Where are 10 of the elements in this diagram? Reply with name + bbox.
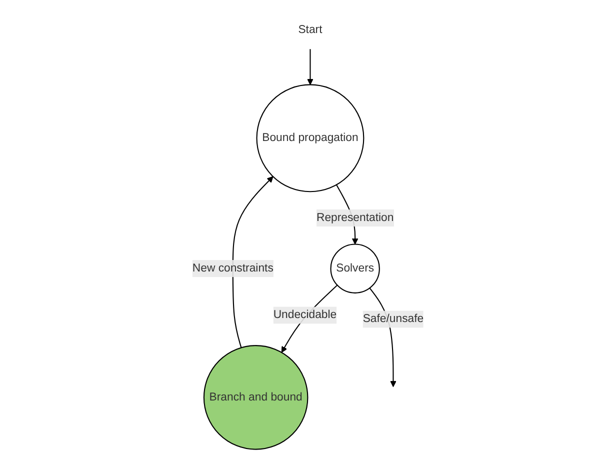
node-text: Start	[298, 23, 322, 36]
edge-label: Undecidable	[273, 308, 337, 320]
edge-label: Representation	[316, 211, 394, 224]
node-circle: Solvers	[330, 243, 380, 293]
node-circle: Branch and bound	[203, 344, 308, 450]
edge-label: New constraints	[192, 262, 274, 274]
arrow	[232, 176, 274, 348]
edge-label: Safe/unsafe	[362, 312, 424, 324]
node-circle: Bound propagation	[256, 84, 364, 192]
arrow	[307, 48, 314, 84]
